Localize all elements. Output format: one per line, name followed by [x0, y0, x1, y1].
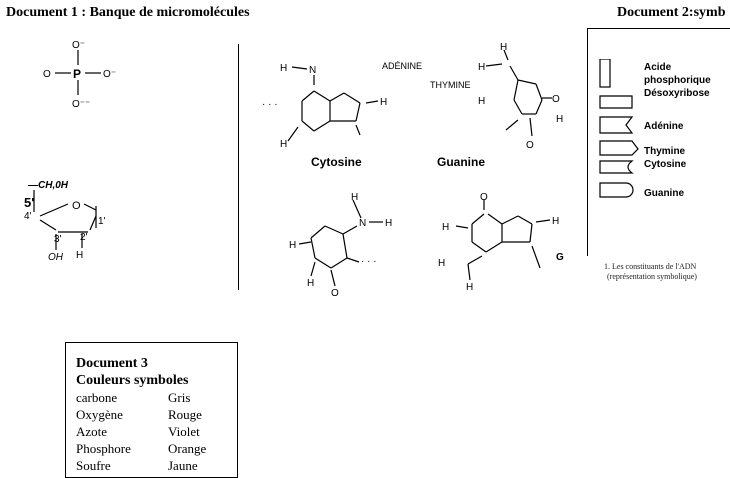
legend-symbols: [599, 59, 639, 198]
element-name: Oxygène: [76, 407, 123, 422]
label-guanine: Guanine: [437, 155, 486, 169]
adenine-structure: H N H H · · ·: [262, 63, 387, 150]
element-name: Azote: [76, 424, 108, 439]
sugar-c2: 2': [80, 232, 88, 243]
phosphate-o-top: O⁻: [72, 40, 85, 51]
thymine-h3: H: [556, 114, 563, 125]
color-row: Soufre Jaune: [76, 457, 237, 474]
thymine-o2: O: [526, 140, 534, 150]
cytosine-symbol: [599, 160, 634, 174]
thymine-h2: H: [478, 62, 485, 73]
thymine-o1: O: [552, 94, 560, 105]
cytosine-o: O: [331, 288, 339, 299]
phosphate-o-right: O⁻: [103, 69, 116, 80]
label-thymine: THYMINE: [430, 80, 471, 90]
cytosine-structure: H N H H · · · O H: [289, 192, 392, 299]
adenine-n: N: [309, 65, 316, 76]
color-row: Oxygène Rouge: [76, 406, 237, 423]
sugar-c5: 5': [24, 195, 34, 210]
adenine-h3: H: [280, 139, 287, 150]
element-name: Soufre: [76, 458, 111, 473]
doc1-title: Document 1 : Banque de micromolécules: [6, 5, 250, 20]
color-row: Azote Violet: [76, 423, 237, 440]
label-cytosine: Cytosine: [311, 155, 362, 169]
thymine-h4: H: [478, 96, 485, 107]
adenine-symbol: [599, 116, 634, 134]
doc2-title: Document 2:symb: [617, 5, 726, 20]
desoxyribose-symbol: [599, 95, 633, 109]
element-color: Orange: [168, 441, 207, 456]
sugar-c4: 4': [24, 211, 32, 222]
guanine-symbol: [599, 182, 634, 198]
legend-acide: Acide: [644, 62, 672, 73]
legend-adenine: Adénine: [644, 121, 684, 132]
thymine-structure: H H O H O H: [478, 42, 563, 150]
guanine-h4: H: [466, 282, 473, 293]
thymine-h1: H: [500, 42, 507, 53]
column-divider: [238, 44, 239, 290]
cytosine-h1: H: [351, 192, 358, 203]
adenine-h: H: [280, 63, 287, 74]
deoxyribose-structure: —CH,0H 5' 4' O 1' 3' 2' OH H: [24, 180, 106, 263]
guanine-structure: O H H H H G: [438, 192, 564, 293]
color-row: carbone Gris: [76, 389, 237, 406]
label-adenine: ADÉNINE: [382, 61, 423, 71]
doc2-caption-2: (représentation symbolique): [607, 272, 697, 281]
legend-desoxyribose: Désoxyribose: [644, 88, 710, 99]
guanine-o: O: [480, 192, 488, 203]
phosphate-symbol: [599, 59, 611, 88]
adenine-h2: H: [380, 97, 387, 108]
legend-guanine: Guanine: [644, 188, 685, 199]
sugar-o: O: [72, 200, 81, 212]
legend-phosphorique: phosphorique: [644, 75, 711, 86]
color-row: Phosphore Orange: [76, 440, 237, 457]
cytosine-dots: · · ·: [361, 256, 377, 267]
sugar-c1: 1': [98, 216, 106, 227]
sugar-ch2oh: —CH,0H: [27, 180, 69, 191]
thymine-symbol: [599, 140, 639, 156]
doc2-caption-1: 1. Les constituants de l'ADN: [604, 262, 697, 271]
element-color: Gris: [168, 390, 191, 405]
element-color: Rouge: [168, 407, 202, 422]
guanine-g: G: [556, 252, 564, 263]
phosphate-o-left: O: [43, 69, 51, 80]
guanine-h2: H: [552, 216, 559, 227]
doc3-title: Document 3: [76, 356, 148, 371]
element-color: Violet: [168, 424, 200, 439]
doc3-box: Document 3 Couleurs symboles carbone Gri…: [65, 342, 238, 478]
cytosine-n1: N: [359, 218, 366, 229]
sugar-h: H: [76, 250, 83, 261]
adenine-dots: · · ·: [262, 99, 278, 110]
legend-cytosine: Cytosine: [644, 159, 687, 170]
element-name: carbone: [76, 390, 118, 405]
element-name: Phosphore: [76, 441, 131, 456]
guanine-h1: H: [442, 222, 449, 233]
doc2-legend-box: Acide phosphorique Désoxyribose Adénine …: [587, 28, 730, 256]
element-color: Jaune: [168, 458, 198, 473]
legend-thymine: Thymine: [644, 146, 686, 157]
phosphate-o-bottom: O⁻⁻: [72, 99, 90, 110]
cytosine-h4: H: [307, 278, 314, 289]
doc3-subtitle: Couleurs symboles: [76, 373, 189, 388]
phosphate-p: P: [73, 67, 81, 81]
guanine-h3: H: [438, 258, 445, 269]
phosphate-structure: P O⁻ O O⁻ O⁻⁻: [43, 40, 116, 110]
cytosine-h2: H: [385, 218, 392, 229]
cytosine-h3: H: [289, 240, 296, 251]
sugar-c3: 3': [54, 234, 62, 245]
sugar-oh: OH: [48, 252, 64, 263]
